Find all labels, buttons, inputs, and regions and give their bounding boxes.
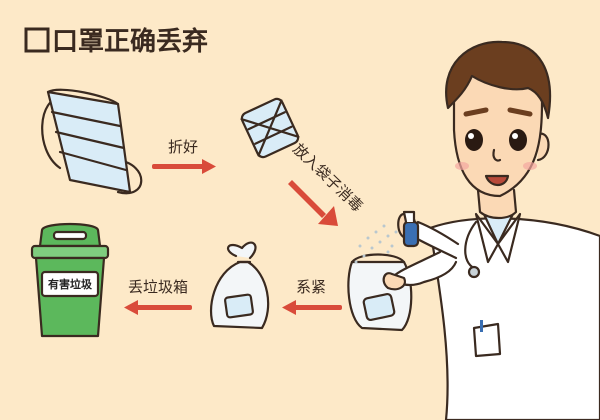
step-label-tie: 系紧 (296, 278, 326, 296)
arrow-bag (288, 180, 338, 226)
step-label-fold: 折好 (168, 138, 198, 156)
bag-with-mask-icon (347, 253, 413, 332)
arrow-trash (124, 300, 192, 315)
page-title: 口罩正确丢弃 (52, 26, 208, 57)
title-group: 口罩正确丢弃 (24, 26, 208, 57)
step-label-trash: 丢垃圾箱 (128, 278, 188, 296)
arrow-fold (152, 159, 216, 174)
arrow-tie (282, 300, 342, 315)
bin-label: 有害垃圾 (48, 277, 93, 291)
spray-mist (354, 224, 398, 264)
step-label-bag: 放入袋子消毒 (289, 140, 366, 215)
hazardous-waste-bin: 有害垃圾 (30, 222, 110, 338)
title-box-glyph (24, 27, 50, 53)
tied-bag-icon (210, 241, 270, 330)
watermark: 头条 @乐喜力丝 (506, 399, 594, 413)
doctor-figure (382, 40, 600, 420)
mask-icon (41, 88, 143, 195)
folded-mask-icon (240, 97, 300, 159)
